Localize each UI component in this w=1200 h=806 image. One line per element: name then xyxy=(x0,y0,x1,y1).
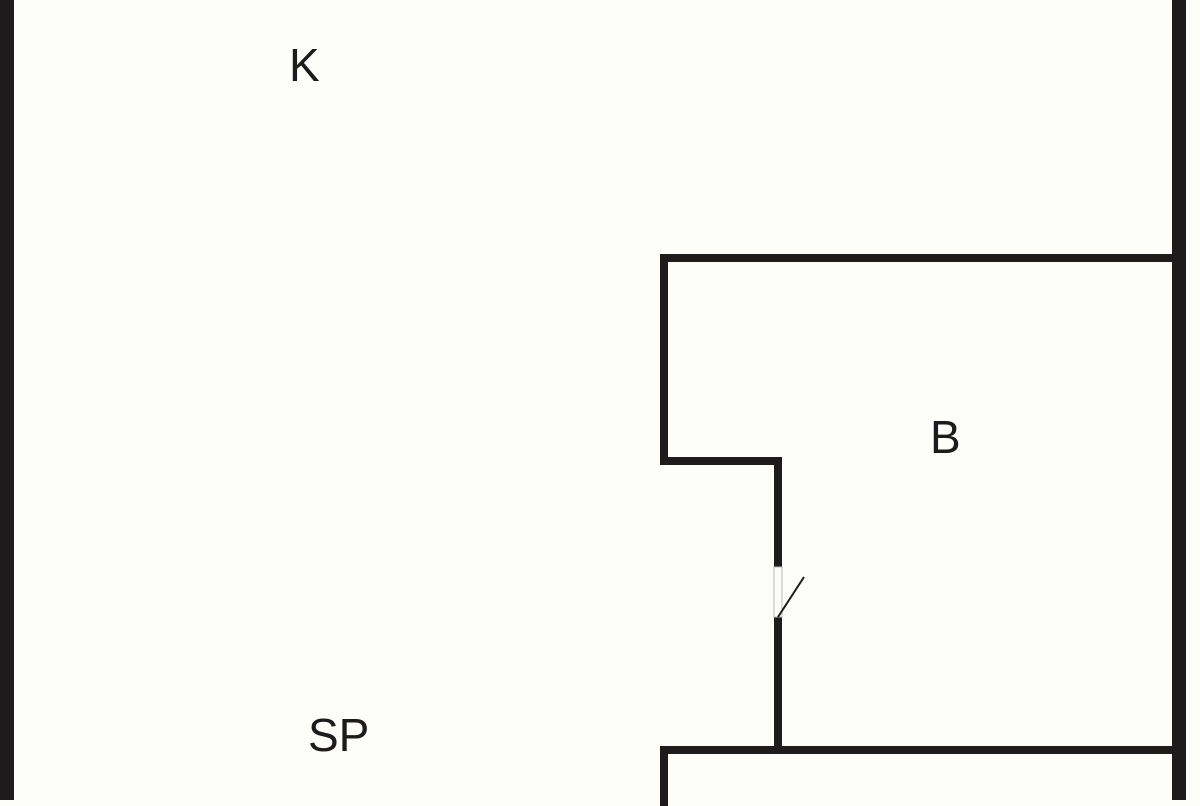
wall-left-outer xyxy=(0,0,14,800)
room-label-kitchen: K xyxy=(289,39,320,91)
wall-bedroom-bottom xyxy=(660,746,1180,754)
wall-lower-room-left xyxy=(660,746,668,806)
room-label-space: SP xyxy=(308,709,370,761)
room-label-bedroom: B xyxy=(930,411,961,463)
wall-bedroom-top xyxy=(660,254,1180,262)
wall-bedroom-left-lower-a xyxy=(774,457,782,567)
wall-bedroom-left-lower-b xyxy=(774,617,782,754)
wall-bedroom-step xyxy=(660,457,782,465)
wall-bedroom-left-upper xyxy=(660,254,668,465)
wall-right-outer xyxy=(1172,0,1186,800)
